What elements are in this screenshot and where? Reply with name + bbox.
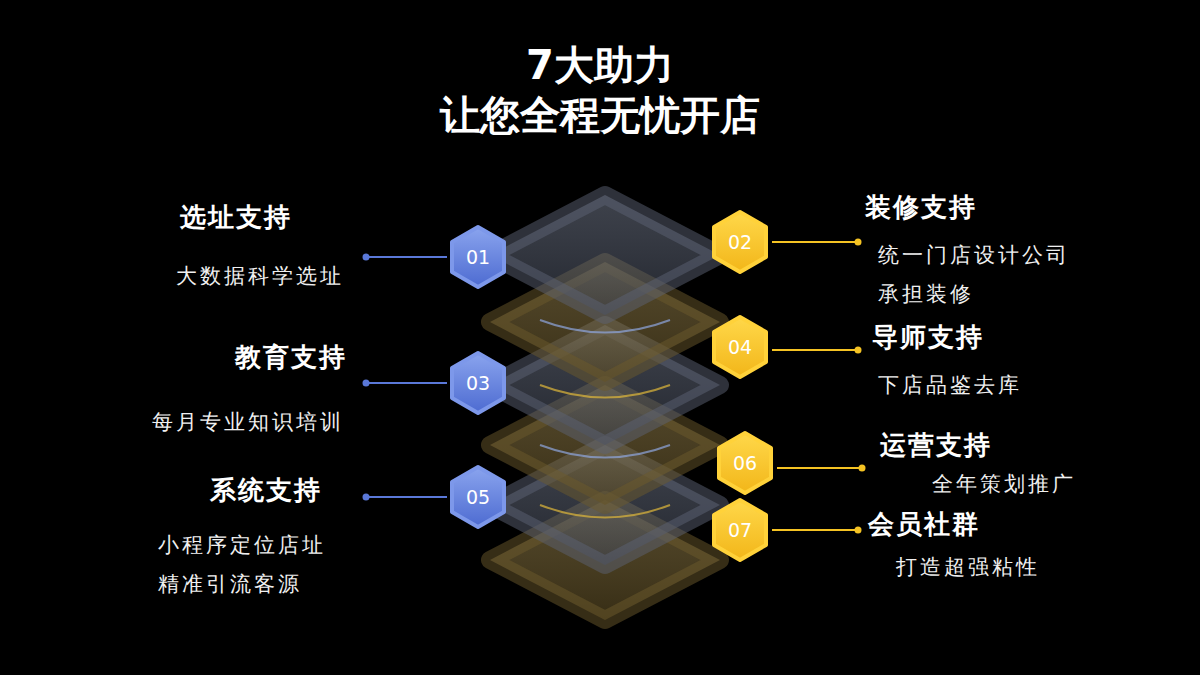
number-hexagon: 01 [449,224,507,290]
layer-plate [490,195,720,315]
title: 7大助力 让您全程无忧开店 [370,40,830,140]
support-description: 小程序定位店址 精准引流客源 [158,526,378,604]
number-hexagon: 03 [449,350,507,416]
layer-glow [540,385,670,398]
leader-line [772,241,858,243]
leader-line [366,382,447,384]
leader-line [366,496,447,498]
support-description: 全年策划推广 [932,465,1076,504]
callout-number: 03 [449,350,507,416]
layer-glow [540,320,670,333]
callout-number: 04 [711,314,769,380]
support-heading: 教育支持 [235,340,347,375]
leader-dot [855,239,862,246]
callout-number: 06 [716,430,774,496]
support-heading: 选址支持 [180,200,292,235]
number-hexagon: 07 [711,497,769,563]
callout-number: 01 [449,224,507,290]
support-description: 大数据科学选址 [176,257,344,296]
number-hexagon: 05 [449,464,507,530]
leader-dot [363,494,370,501]
support-heading: 导师支持 [872,320,984,355]
layer-glow [540,505,670,518]
leader-dot [363,254,370,261]
layer-glow [540,445,670,458]
leader-line [366,256,447,258]
number-hexagon: 02 [711,209,769,275]
support-description: 每月专业知识培训 [152,403,344,442]
callout-number: 05 [449,464,507,530]
support-heading: 会员社群 [868,507,980,542]
leader-dot [859,465,866,472]
leader-dot [855,527,862,534]
support-heading: 系统支持 [210,473,322,508]
support-description: 打造超强粘性 [896,548,1040,587]
callout-number: 02 [711,209,769,275]
leader-line [777,467,862,469]
number-hexagon: 06 [716,430,774,496]
leader-line [772,349,858,351]
leader-dot [363,380,370,387]
callout-number: 07 [711,497,769,563]
support-description: 下店品鉴去库 [878,366,1022,405]
support-heading: 运营支持 [880,428,992,463]
number-hexagon: 04 [711,314,769,380]
leader-line [772,529,858,531]
support-heading: 装修支持 [865,190,977,225]
support-description: 统一门店设计公司 承担装修 [878,236,1098,314]
leader-dot [855,347,862,354]
